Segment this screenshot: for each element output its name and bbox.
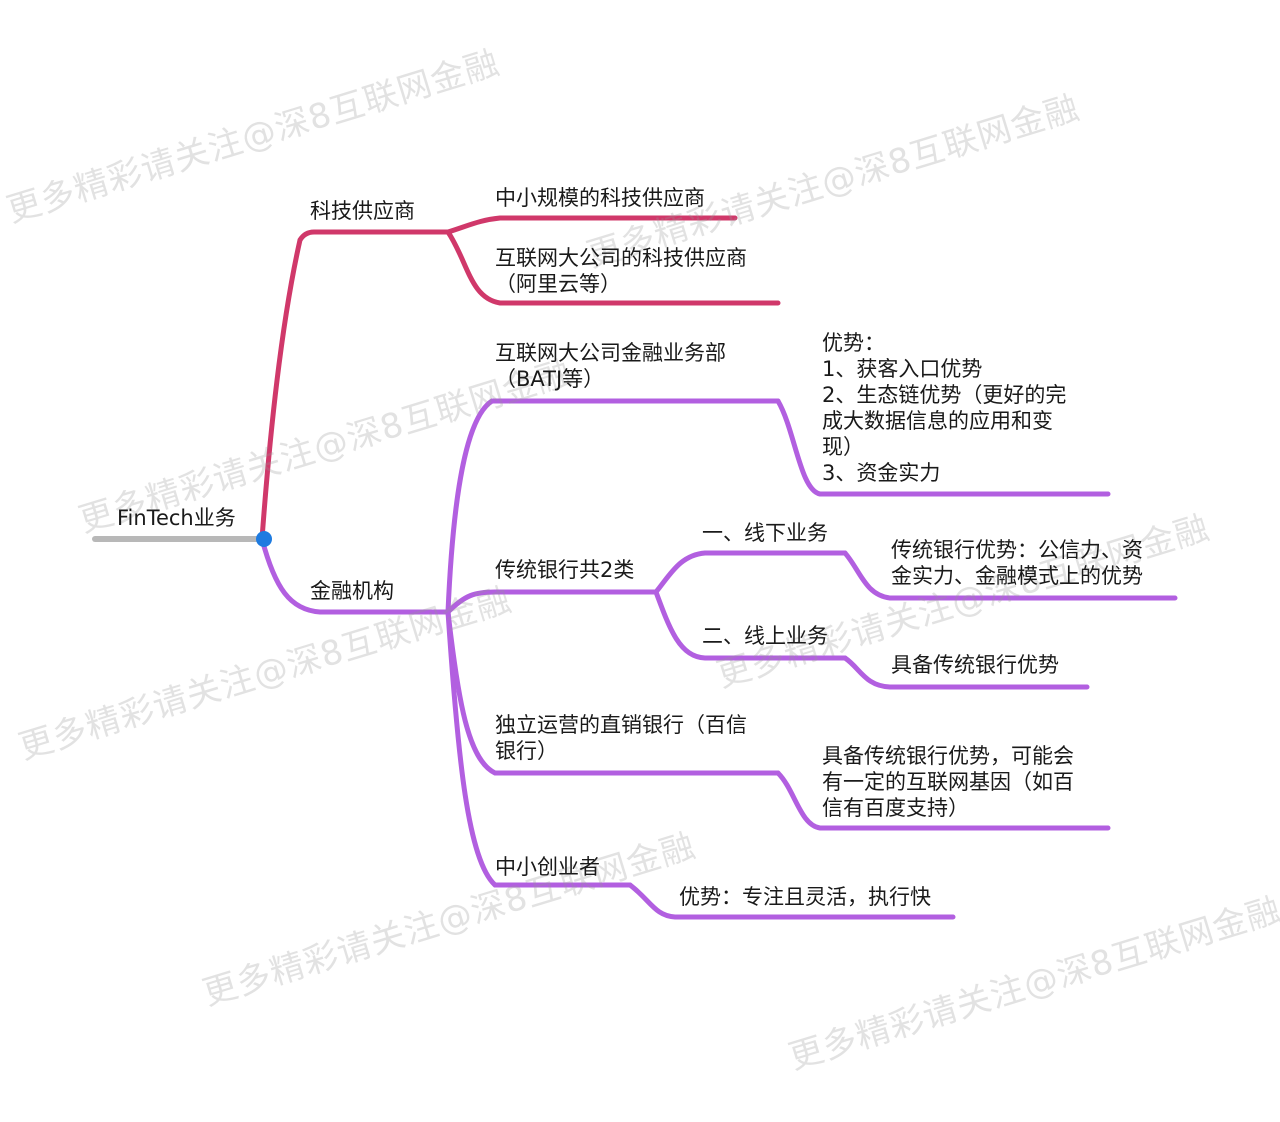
- note-line-startup: [627, 882, 956, 920]
- node-text-line: 中小规模的科技供应商: [495, 186, 705, 210]
- note-text-line: 金实力、金融模式上的优势: [891, 564, 1143, 588]
- tech-child-2: 互联网大公司的科技供应商 （阿里云等）: [495, 245, 747, 297]
- node-text-line: 银行）: [495, 739, 558, 763]
- node-text-line: （阿里云等）: [495, 272, 621, 296]
- finance-child-startup: 中小创业者: [495, 854, 600, 880]
- node-text-line: 互联网大公司金融业务部: [495, 341, 726, 365]
- finance-child-line-4: [445, 609, 633, 888]
- tech-child-line-2: [445, 229, 781, 306]
- finance-child-traditional-bank: 传统银行共2类: [495, 557, 634, 583]
- node-text-line: 独立运营的直销银行（百信: [495, 713, 747, 737]
- note-text-line: 信有百度支持）: [822, 796, 969, 820]
- note-line-direct-bank: [775, 770, 1111, 831]
- tech-branch-line: [259, 229, 451, 542]
- branch-label-finance: 金融机构: [310, 579, 394, 603]
- node-text-line: 传统银行共2类: [495, 558, 635, 582]
- finance-child-direct-bank: 独立运营的直销银行（百信 银行）: [495, 712, 747, 764]
- note-text-line: 1、获客入口优势: [822, 357, 983, 381]
- note-line-online: [842, 655, 1090, 690]
- tech-child-line-1: [445, 215, 738, 235]
- note-text-line: 优势：专注且灵活，执行快: [679, 885, 931, 909]
- finance-child-line-2: [445, 589, 659, 615]
- note-text-line: 有一定的互联网基因（如百: [822, 770, 1074, 794]
- node-text-line: 互联网大公司的科技供应商: [495, 246, 747, 270]
- note-text-line: 传统银行优势：公信力、资: [891, 538, 1143, 562]
- note-startup: 优势：专注且灵活，执行快: [679, 884, 931, 910]
- note-text-line: 3、资金实力: [822, 461, 941, 485]
- sub-label-offline: 一、线下业务: [702, 521, 828, 545]
- note-text-line: 2、生态链优势（更好的完: [822, 383, 1067, 407]
- branch-label-tech: 科技供应商: [310, 199, 415, 223]
- root-node-dot: [256, 531, 272, 547]
- note-offline: 传统银行优势：公信力、资 金实力、金融模式上的优势: [891, 537, 1143, 589]
- note-online: 具备传统银行优势: [891, 652, 1059, 678]
- root-label: FinTech业务: [117, 506, 236, 530]
- note-text-line: 具备传统银行优势: [891, 653, 1059, 677]
- note-line-batj: [775, 398, 1111, 497]
- sub-line-offline: [653, 550, 848, 595]
- finance-child-line-1: [445, 398, 781, 615]
- finance-branch-line: [259, 536, 451, 615]
- node-text-line: 中小创业者: [495, 855, 600, 879]
- note-batj-advantages: 优势： 1、获客入口优势 2、生态链优势（更好的完 成大数据信息的应用和变 现）…: [822, 330, 1066, 486]
- note-text-line: 成大数据信息的应用和变: [822, 409, 1053, 433]
- note-line-offline: [842, 550, 1178, 601]
- note-text-line: 现）: [822, 435, 864, 459]
- finance-child-batj: 互联网大公司金融业务部 （BATJ等）: [495, 340, 726, 392]
- note-text-line: 具备传统银行优势，可能会: [822, 744, 1074, 768]
- sub-line-online: [653, 589, 848, 661]
- tech-child-1: 中小规模的科技供应商: [495, 185, 705, 211]
- sub-label-online: 二、线上业务: [702, 624, 828, 648]
- note-text-line: 优势：: [822, 331, 885, 355]
- node-text-line: （BATJ等）: [495, 367, 605, 391]
- note-direct-bank: 具备传统银行优势，可能会 有一定的互联网基因（如百 信有百度支持）: [822, 743, 1074, 821]
